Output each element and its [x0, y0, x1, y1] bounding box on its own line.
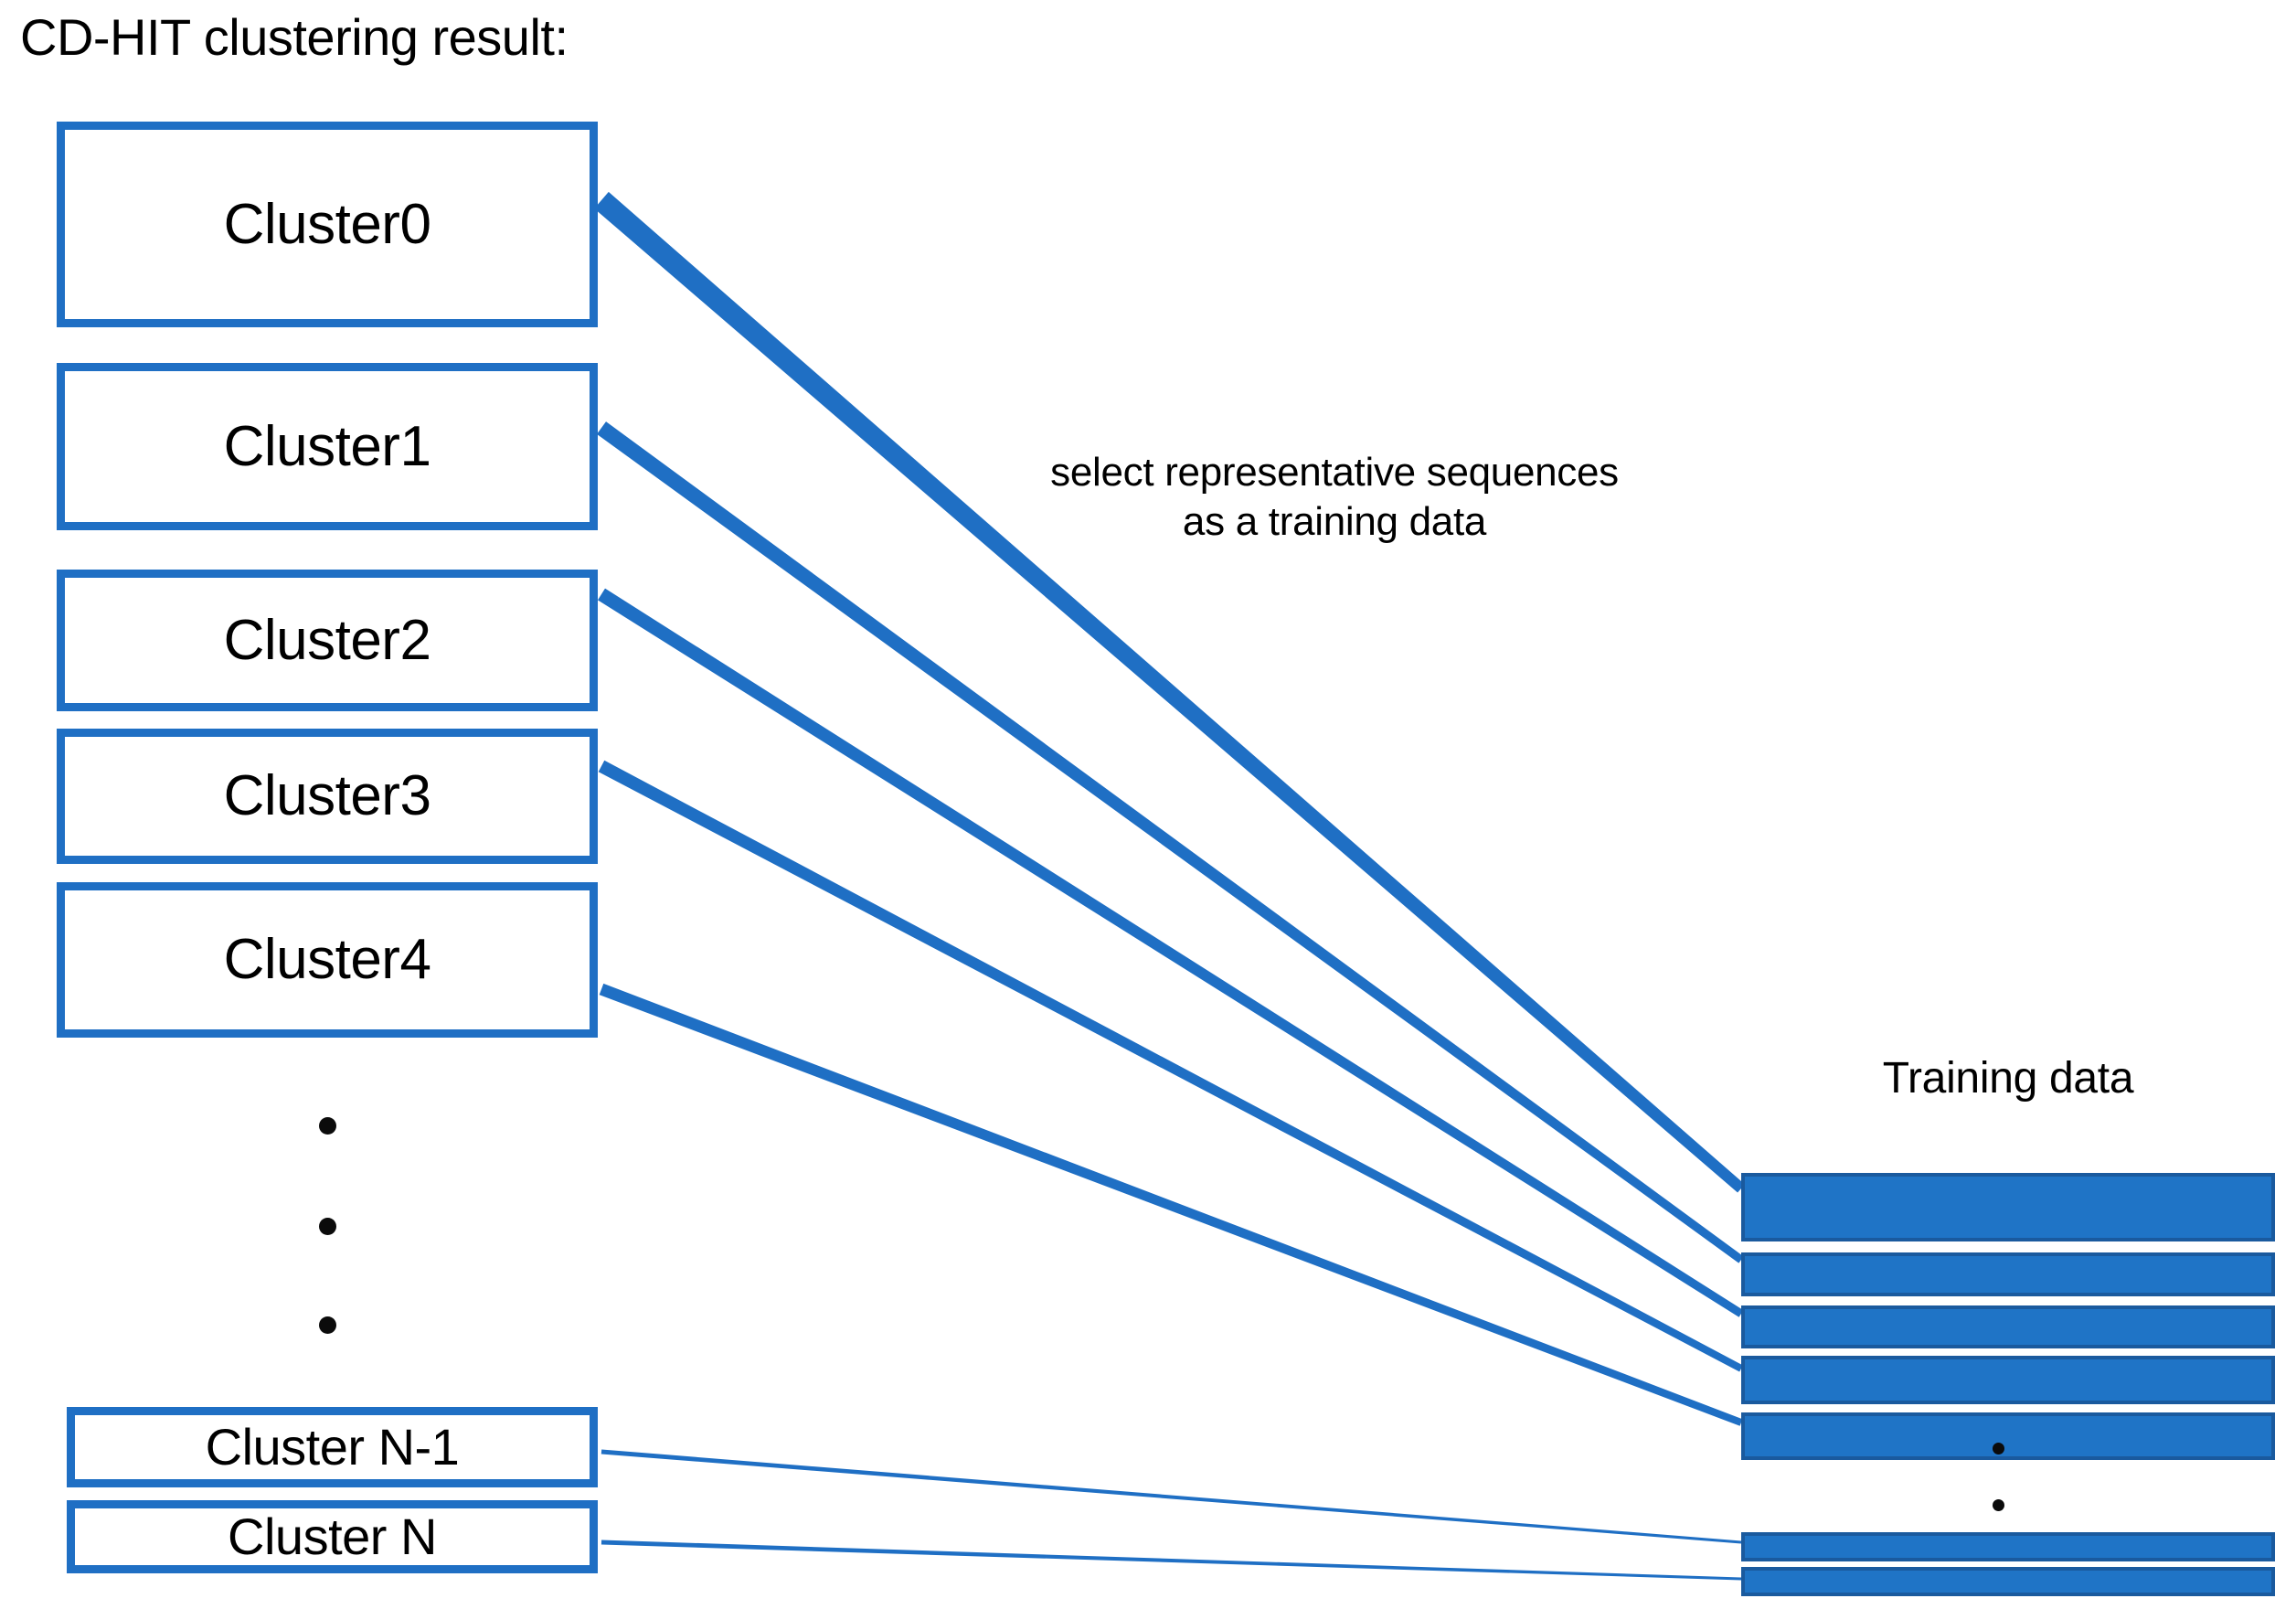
ellipsis-dot [319, 1316, 336, 1334]
training-data-bar[interactable] [1741, 1532, 2275, 1561]
cluster-label: Cluster4 [223, 928, 431, 991]
page-title: CD-HIT clustering result: [20, 8, 569, 66]
cluster-label: Cluster N-1 [205, 1418, 460, 1476]
clusterN1-to-bar6 [601, 1449, 1742, 1544]
ellipsis-dot [319, 1218, 336, 1235]
cluster1-to-bar2 [596, 421, 1744, 1263]
cluster0-to-bar1 [594, 191, 1745, 1193]
cluster4-to-bar5 [599, 983, 1743, 1426]
cluster-box[interactable]: Cluster3 [57, 729, 598, 864]
cluster-box[interactable]: Cluster N [67, 1500, 598, 1573]
cluster2-to-bar3 [598, 588, 1744, 1317]
cluster-box[interactable]: Cluster1 [57, 363, 598, 530]
cluster-box[interactable]: Cluster2 [57, 570, 598, 711]
training-data-bar[interactable] [1741, 1173, 2275, 1241]
ellipsis-dot [319, 1117, 336, 1135]
training-data-bar[interactable] [1741, 1356, 2275, 1404]
training-data-bar[interactable] [1741, 1305, 2275, 1348]
training-data-bar[interactable] [1741, 1567, 2275, 1596]
annotation-text: select representative sequences as a tra… [969, 448, 1700, 546]
cluster-box[interactable]: Cluster0 [57, 122, 598, 327]
clusterN-to-bar7 [601, 1540, 1742, 1581]
cluster-box[interactable]: Cluster N-1 [67, 1407, 598, 1487]
cluster-label: Cluster1 [223, 414, 431, 478]
cluster-label: Cluster N [228, 1508, 437, 1565]
annotation-line-1: select representative sequences [1050, 450, 1619, 495]
cluster-label: Cluster2 [223, 608, 431, 672]
cluster-box[interactable]: Cluster4 [57, 882, 598, 1038]
ellipsis-dot [1993, 1499, 2004, 1511]
training-data-bar[interactable] [1741, 1252, 2275, 1296]
ellipsis-dot [1993, 1443, 2004, 1454]
training-data-bar[interactable] [1741, 1412, 2275, 1460]
cluster-label: Cluster0 [223, 192, 431, 256]
training-data-title: Training data [1882, 1054, 2134, 1103]
annotation-line-2: as a training data [1182, 498, 1487, 544]
cluster-label: Cluster3 [223, 764, 431, 827]
cluster3-to-bar4 [598, 760, 1743, 1372]
